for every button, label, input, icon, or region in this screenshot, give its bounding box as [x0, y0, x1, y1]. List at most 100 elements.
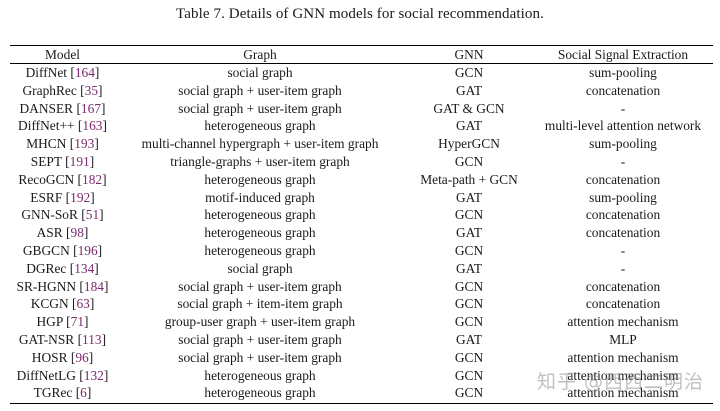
table-row: DGRec [134] social graph GAT - — [10, 260, 713, 278]
gnn-cell: GAT — [455, 118, 483, 134]
gnn-cell: GCN — [454, 367, 484, 383]
extraction-cell: - — [620, 153, 626, 169]
citation-link[interactable]: 191 — [69, 153, 90, 169]
header-rule — [10, 63, 713, 64]
header-model: Model — [45, 47, 80, 62]
gnn-cell: GCN — [454, 65, 484, 80]
model-cell: HOSR [96] — [31, 349, 94, 365]
model-cell: RecoGCN [182] — [18, 171, 107, 187]
top-rule — [10, 45, 713, 46]
citation-link[interactable]: 35 — [84, 82, 99, 98]
header-gnn: GNN — [454, 47, 484, 62]
extraction-cell: multi-level attention network — [544, 118, 702, 134]
gnn-cell: GCN — [454, 385, 484, 401]
citation-link[interactable]: 182 — [82, 171, 103, 187]
citation-link[interactable]: 192 — [70, 189, 91, 205]
model-cell: HGP [71] — [36, 314, 89, 330]
extraction-cell: attention mechanism — [567, 349, 679, 365]
graph-cell: social graph — [227, 260, 293, 276]
model-cell: DiffNet++ [163] — [18, 118, 107, 134]
graph-cell: social graph + user-item graph — [178, 349, 342, 365]
gnn-cell: GCN — [454, 314, 484, 330]
citation-link[interactable]: 132 — [83, 367, 104, 383]
bottom-rule — [10, 403, 713, 404]
graph-cell: social graph — [227, 65, 293, 80]
citation-link[interactable]: 113 — [82, 331, 102, 347]
model-cell: GBGCN [196] — [22, 242, 103, 258]
extraction-cell: MLP — [609, 331, 637, 347]
graph-cell: heterogeneous graph — [204, 242, 316, 258]
model-name: DiffNet — [25, 65, 68, 80]
citation-link[interactable]: 167 — [80, 100, 101, 116]
gnn-cell: GCN — [454, 278, 484, 294]
gnn-cell: GAT — [455, 260, 483, 276]
table-row: DiffNetLG [132] heterogeneous graph GCN att… — [10, 367, 713, 385]
model-cell: DGRec [134] — [26, 260, 99, 276]
citation-link[interactable]: 51 — [85, 207, 100, 223]
gnn-cell: GCN — [454, 349, 484, 365]
gnn-cell: GAT — [455, 189, 483, 205]
gnn-cell: GAT — [455, 331, 483, 347]
gnn-cell: GAT — [455, 225, 483, 241]
citation-link[interactable]: 193 — [74, 136, 95, 152]
model-cell: MHCN [193] — [26, 136, 99, 152]
graph-cell: social graph + item-item graph — [177, 296, 343, 312]
extraction-cell: sum-pooling — [589, 65, 657, 80]
gnn-models-table: Model Graph GNN Social Signal Extraction… — [10, 46, 713, 402]
model-name: SEPT — [30, 153, 62, 169]
citation-link[interactable]: 98 — [70, 225, 84, 241]
citation-link[interactable]: 134 — [74, 260, 95, 276]
header-social-signal-extraction: Social Signal Extraction — [557, 47, 689, 62]
model-cell: DiffNetLG [132] — [16, 367, 109, 383]
graph-cell: heterogeneous graph — [204, 118, 316, 134]
table-row: MHCN [193]multi-channel hypergraph + use… — [10, 135, 713, 153]
extraction-cell: concatenation — [585, 82, 661, 98]
extraction-cell: - — [620, 260, 626, 276]
extraction-cell: attention mechanism — [567, 314, 679, 330]
graph-cell: triangle-graphs + user-item graph — [170, 153, 350, 169]
table-row: DiffNet++ [163] heterogeneous graph GAT mul… — [10, 117, 713, 135]
model-name: KCGN — [30, 296, 69, 312]
graph-cell: heterogeneous graph — [204, 225, 316, 241]
citation-link[interactable]: 164 — [74, 65, 95, 80]
citation-link[interactable]: 96 — [75, 349, 89, 365]
model-cell: GAT-NSR [113] — [18, 331, 107, 347]
graph-cell: heterogeneous graph — [204, 367, 316, 383]
citation-link[interactable]: 63 — [76, 296, 90, 312]
extraction-cell: concatenation — [585, 296, 661, 312]
graph-cell: motif-induced graph — [205, 189, 315, 205]
table-row: DANSER [167] social graph + user-item gra… — [10, 100, 713, 118]
citation-link[interactable]: 196 — [77, 242, 98, 258]
citation-link[interactable]: 6 — [80, 385, 87, 401]
graph-cell: social graph + user-item graph — [178, 100, 342, 116]
model-cell: GraphRec [35] — [22, 82, 103, 98]
model-cell: KCGN [63] — [30, 296, 95, 312]
model-name: GBGCN — [22, 242, 70, 258]
table-caption: Table 7. Details of GNN models for socia… — [176, 6, 544, 22]
model-cell: GNN-SoR [51] — [21, 207, 104, 223]
table-row: GAT-NSR [113] social graph + user-item gr… — [10, 331, 713, 349]
table-row: SEPT [191]triangle-graphs + user-item gr… — [10, 153, 713, 171]
model-name: MHCN — [26, 136, 67, 152]
graph-cell: heterogeneous graph — [204, 171, 316, 187]
graph-cell: social graph + user-item graph — [178, 331, 342, 347]
model-cell: TGRec [6] — [33, 385, 92, 401]
extraction-cell: concatenation — [585, 171, 661, 187]
model-cell: DANSER [167] — [19, 100, 106, 116]
extraction-cell: concatenation — [585, 225, 661, 241]
model-name: DiffNetLG — [16, 367, 76, 383]
extraction-cell: attention mechanism — [567, 367, 679, 383]
citation-link[interactable]: 184 — [83, 278, 104, 294]
model-name: GraphRec — [22, 82, 77, 98]
extraction-cell: sum-pooling — [589, 189, 657, 205]
model-name: TGRec — [33, 385, 73, 401]
citation-link[interactable]: 163 — [82, 118, 103, 134]
citation-link[interactable]: 71 — [70, 314, 85, 330]
graph-cell: social graph + user-item graph — [178, 82, 342, 98]
